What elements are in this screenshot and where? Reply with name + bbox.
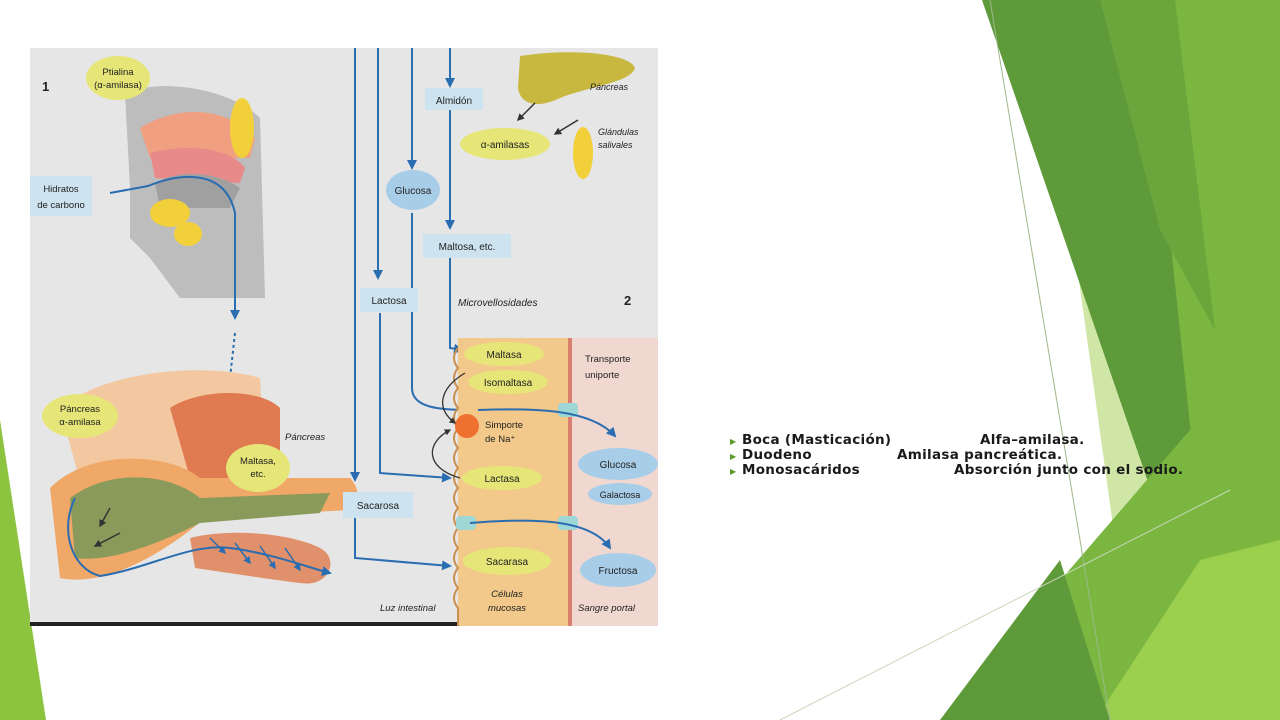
head-illustration [125, 86, 265, 298]
absorption-arrow-4 [284, 547, 301, 572]
lactasa-label: Lactasa [462, 466, 542, 490]
bullet-desc: Absorción junto con el sodio. [954, 462, 1184, 478]
glandulas-label: Glándulas [598, 127, 639, 137]
isomaltasa-label: Isomaltasa [468, 370, 548, 394]
pancreas-organ: Páncreas [518, 52, 635, 105]
svg-text:Lactosa: Lactosa [371, 296, 406, 307]
svg-text:Maltasa,: Maltasa, [240, 456, 276, 467]
svg-text:α-amilasas: α-amilasas [481, 140, 530, 151]
gland-enzyme-arrow [553, 119, 579, 135]
enzyme-arrow-1 [99, 507, 111, 528]
bullet-desc: Alfa–amilasa. [980, 432, 1085, 448]
svg-text:Maltasa: Maltasa [486, 350, 521, 361]
svg-text:Páncreas: Páncreas [60, 404, 100, 415]
svg-text:uniporte: uniporte [585, 370, 619, 381]
flow-lactosa-to-lactasa [379, 313, 452, 483]
bullet-desc: Amilasa pancreática. [897, 447, 1063, 463]
pancreas-enzyme-arrow [516, 102, 536, 122]
luz-intestinal-label: Luz intestinal [380, 603, 436, 614]
svg-text:Glucosa: Glucosa [600, 460, 637, 471]
ptialina-label: Ptialina (α-amilasa) [86, 56, 150, 100]
bullet-term: Monosacáridos [742, 462, 861, 478]
deco-bottom-light [1095, 540, 1280, 720]
pancreas-alpha-label: Páncreas α-amilasa [42, 394, 118, 438]
svg-text:mucosas: mucosas [488, 603, 526, 614]
svg-text:Fructosa: Fructosa [599, 566, 638, 577]
transporte-label: Transporte uniporte [585, 354, 631, 381]
maltasa-label: Maltasa [464, 342, 544, 366]
svg-text:Sacarasa: Sacarasa [486, 557, 529, 568]
absorption-arrow-3 [259, 545, 276, 570]
svg-text:Almidón: Almidón [436, 96, 472, 107]
mouth-path-arrow [109, 175, 240, 320]
celulas-label: Células mucosas [488, 589, 526, 614]
enzyme-arrow-2 [93, 532, 121, 547]
sacarasa-label: Sacarasa [463, 547, 551, 575]
svg-text:etc.: etc. [250, 469, 265, 480]
maltosa-label: Maltosa, etc. [423, 234, 511, 258]
bullet-arrow-icon: ▶ [730, 437, 737, 446]
svg-text:Glucosa: Glucosa [395, 186, 432, 197]
galactosa-label: Galactosa [588, 483, 652, 505]
deco-thin-line-2 [779, 489, 1231, 720]
bullet-boca: ▶ Boca (Masticación) Alfa–amilasa. [730, 433, 1190, 448]
deco-left-shape [0, 420, 46, 720]
alpha-amilasas-label: α-amilasas [460, 128, 550, 160]
deco-thin-line-1 [989, 0, 1111, 720]
hidratos-label: Hidratos de carbono [30, 176, 92, 216]
feedback-arrow-2 [431, 429, 461, 479]
svg-text:Células: Células [491, 589, 523, 600]
sacarosa-label: Sacarosa [343, 492, 413, 518]
svg-text:Simporte: Simporte [485, 420, 523, 431]
glandulas-sub-label: salivales [598, 140, 633, 150]
svg-text:Hidratos: Hidratos [43, 184, 79, 195]
svg-text:Isomaltasa: Isomaltasa [484, 378, 533, 389]
feedback-arrow-1 [442, 372, 466, 424]
svg-text:Lactasa: Lactasa [484, 474, 519, 485]
deco-right-top-mid [1100, 0, 1215, 330]
glucosa-top-label: Glucosa [386, 170, 440, 210]
esophagus-dotted [229, 332, 236, 379]
deco-bottom-dark [940, 560, 1110, 720]
flow-to-fructosa [469, 519, 612, 550]
glucosa-right-label: Glucosa [578, 448, 658, 480]
absorption-arrow-1 [209, 537, 227, 555]
svg-text:Sacarosa: Sacarosa [357, 501, 400, 512]
flow-sacarosa-to-sacarasa [354, 518, 452, 571]
svg-text:Galactosa: Galactosa [600, 490, 641, 500]
salivary-glands-organ: Glándulas salivales [573, 127, 639, 179]
summary-bullet-list: ▶ Boca (Masticación) Alfa–amilasa. ▶ Duod… [730, 433, 1190, 478]
bullet-duodeno: ▶ Duodeno Amilasa pancreática. [730, 448, 1190, 463]
sangre-portal-label: Sangre portal [578, 603, 636, 614]
duodenum-path-arrow [67, 497, 332, 578]
svg-text:Ptialina: Ptialina [102, 67, 134, 78]
lactosa-label: Lactosa [360, 288, 418, 312]
svg-text:de carbono: de carbono [37, 200, 85, 211]
absorption-arrow-2 [234, 542, 251, 565]
panel-number-1: 1 [42, 79, 49, 94]
panel-number-2: 2 [624, 293, 631, 308]
svg-text:Maltosa, etc.: Maltosa, etc. [439, 242, 496, 253]
almidon-label: Almidón [425, 88, 483, 110]
microvellosidades-label: Microvellosidades [458, 298, 537, 309]
flow-simporte-to-glucosa [477, 408, 617, 438]
pancreas-right-label: Páncreas [285, 432, 325, 443]
bullet-term: Duodeno [742, 447, 812, 463]
simporte-label: Simporte de Na⁺ [485, 420, 523, 445]
bullet-arrow-icon: ▶ [730, 467, 737, 476]
svg-text:de Na⁺: de Na⁺ [485, 434, 515, 445]
svg-text:Transporte: Transporte [585, 354, 631, 365]
fructosa-label: Fructosa [580, 553, 656, 587]
bullet-monosacaridos: ▶ Monosacáridos Absorción junto con el so… [730, 463, 1190, 478]
maltasa-etc-label: Maltasa, etc. [226, 444, 290, 492]
bullet-term: Boca (Masticación) [742, 432, 892, 448]
svg-text:(α-amilasa): (α-amilasa) [94, 80, 142, 91]
pancreas-top-label: Páncreas [590, 82, 629, 92]
bullet-arrow-icon: ▶ [730, 452, 737, 461]
carbohydrate-digestion-figure: 1 Ptialina (α-amilasa) Hidratos de carbo… [30, 48, 658, 626]
svg-text:α-amilasa: α-amilasa [59, 417, 101, 428]
